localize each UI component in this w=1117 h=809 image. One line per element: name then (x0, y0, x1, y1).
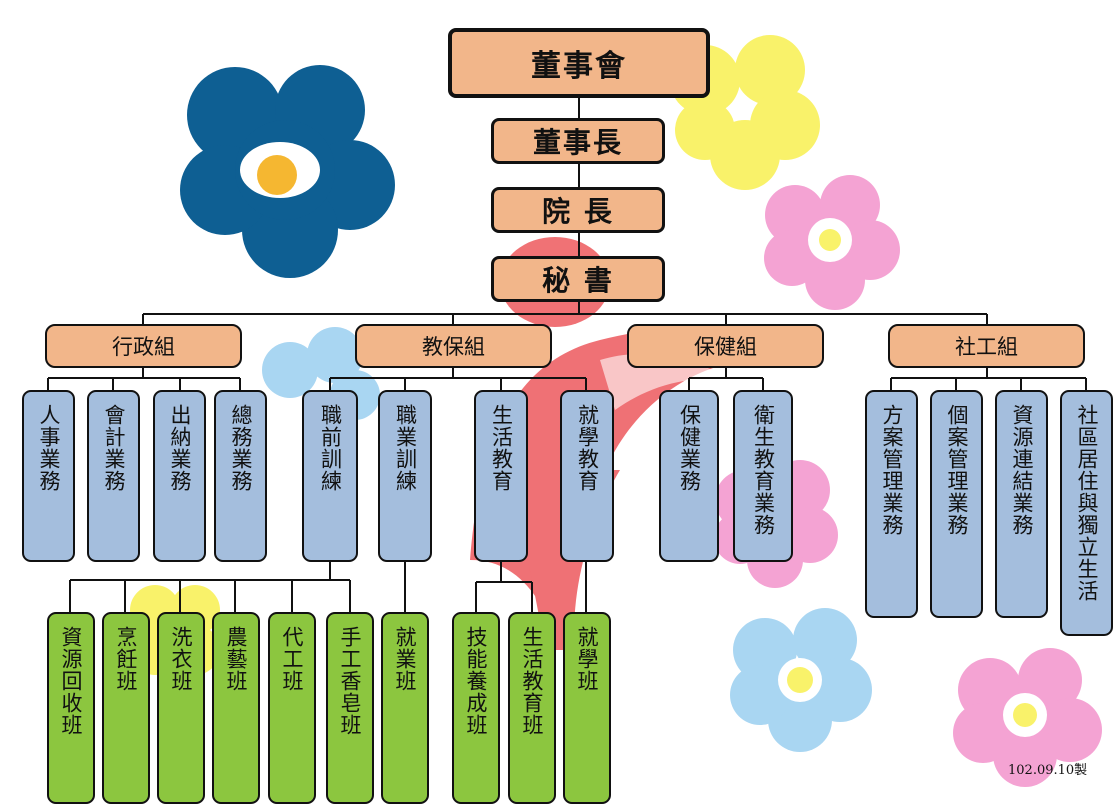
task-schoolingedu: 就學教育 (560, 390, 614, 562)
group-care: 教保組 (355, 324, 552, 368)
class-laundry: 洗衣班 (157, 612, 205, 804)
group-health: 保健組 (627, 324, 824, 368)
class-label: 農藝班 (224, 626, 248, 692)
task-voc: 職業訓練 (378, 390, 432, 562)
class-label: 代工班 (280, 626, 304, 692)
task-resource: 資源連結業務 (995, 390, 1048, 618)
class-recycle: 資源回收班 (47, 612, 95, 804)
class-skill: 技能養成班 (452, 612, 500, 804)
board-box: 董事會 (448, 28, 710, 98)
task-label: 職前訓練 (318, 404, 343, 492)
blue-flower-decoration (180, 65, 395, 278)
date-label: 102.09.10製 (1008, 763, 1088, 778)
task-label: 資源連結業務 (1010, 404, 1034, 536)
task-label: 職業訓練 (393, 404, 418, 492)
class-lifeclass: 生活教育班 (508, 612, 556, 804)
task-label: 出納業務 (168, 404, 192, 492)
task-label: 生活教育 (489, 404, 514, 492)
task-label: 人事業務 (37, 404, 61, 492)
class-schooling: 就學班 (563, 612, 611, 804)
class-soap: 手工香皂班 (326, 612, 374, 804)
class-label: 洗衣班 (169, 626, 193, 692)
class-cooking: 烹飪班 (102, 612, 150, 804)
task-community: 社區居住與獨立生活 (1060, 390, 1113, 636)
task-personnel: 人事業務 (22, 390, 75, 562)
class-label: 手工香皂班 (338, 626, 362, 736)
task-label: 就學教育 (575, 404, 600, 492)
task-hygieneedu: 衛生教育業務 (733, 390, 793, 562)
task-accounting: 會計業務 (87, 390, 140, 562)
task-healthcare: 保健業務 (659, 390, 719, 562)
class-label: 生活教育班 (520, 626, 544, 736)
task-label: 總務業務 (229, 404, 253, 492)
task-label: 衛生教育業務 (751, 404, 776, 536)
director-box: 院 長 (491, 187, 665, 233)
class-employment: 就業班 (381, 612, 429, 804)
task-label: 保健業務 (677, 404, 702, 492)
chairman-box: 董事長 (491, 118, 665, 164)
light-blue-flower-decoration (262, 327, 380, 420)
class-label: 烹飪班 (114, 626, 138, 692)
pink-flower-decoration (764, 175, 900, 310)
secretary-box: 秘 書 (491, 256, 665, 302)
task-casemgmt: 方案管理業務 (865, 390, 918, 618)
task-label: 會計業務 (102, 404, 126, 492)
class-label: 技能養成班 (464, 626, 488, 736)
class-label: 就業班 (393, 626, 417, 692)
light-blue-flower-decoration-2 (730, 608, 872, 752)
task-general: 總務業務 (214, 390, 267, 562)
group-admin: 行政組 (45, 324, 242, 368)
class-label: 就學班 (575, 626, 599, 692)
task-prevoc: 職前訓練 (302, 390, 358, 562)
task-cashier: 出納業務 (153, 390, 206, 562)
task-label: 社區居住與獨立生活 (1075, 404, 1099, 602)
class-contract: 代工班 (268, 612, 316, 804)
group-social: 社工組 (888, 324, 1085, 368)
pink-flower-decoration-3 (953, 648, 1102, 787)
class-label: 資源回收班 (59, 626, 83, 736)
task-lifeedu: 生活教育 (474, 390, 528, 562)
class-farming: 農藝班 (212, 612, 260, 804)
task-label: 方案管理業務 (880, 404, 904, 536)
task-label: 個案管理業務 (945, 404, 969, 536)
task-individual: 個案管理業務 (930, 390, 983, 618)
org-chart-connectors (47, 96, 1087, 612)
